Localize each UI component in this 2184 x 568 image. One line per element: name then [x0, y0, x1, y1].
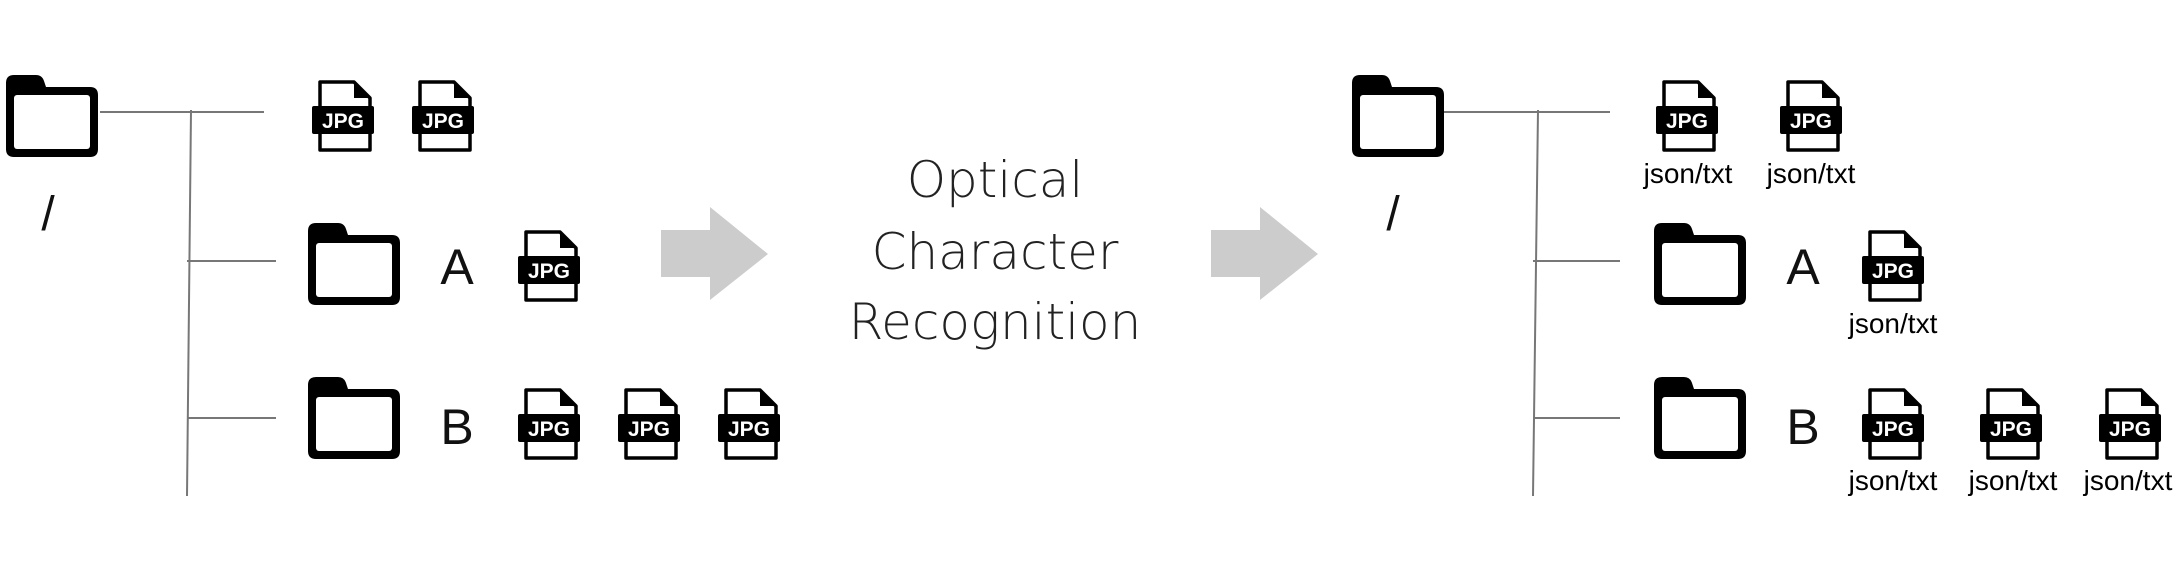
root-folder-icon [1352, 75, 1444, 157]
jpg-file-icon [410, 80, 476, 152]
ocr-process-label: Optical Character Recognition [849, 151, 1142, 351]
jpg-file-icon [1654, 80, 1720, 152]
root-label: / [41, 188, 55, 241]
jpg-file-icon [1978, 388, 2044, 460]
folder-b-label: B [1786, 399, 1819, 455]
output-label: json/txt [1968, 465, 2058, 496]
output-label: json/txt [2083, 465, 2173, 496]
left-tree: / A B [6, 75, 782, 497]
jpg-file-icon [1860, 230, 1926, 302]
right-tree-connectors [1444, 109, 1620, 497]
ocr-line-3: Recognition [849, 293, 1142, 351]
jpg-file-icon [2097, 388, 2163, 460]
jpg-file-icon [1778, 80, 1844, 152]
root-label: / [1386, 188, 1400, 241]
arrow-right-icon [1211, 207, 1318, 300]
output-label: json/txt [1848, 308, 1938, 339]
right-tree: / json/txt json/txt A json/txt B json/tx… [1352, 75, 2173, 497]
jpg-file-icon [516, 388, 582, 460]
jpg-file-icon [616, 388, 682, 460]
ocr-line-2: Character [872, 223, 1119, 281]
folder-a-label: A [1786, 239, 1820, 295]
folder-b-label: B [440, 399, 473, 455]
jpg-file-icon [716, 388, 782, 460]
folder-b-icon [308, 377, 400, 459]
arrow-right-icon [661, 207, 768, 300]
jpg-file-icon [310, 80, 376, 152]
output-label: json/txt [1848, 465, 1938, 496]
jpg-file-icon [1860, 388, 1926, 460]
left-tree-connectors [100, 109, 276, 497]
jpg-file-icon [516, 230, 582, 302]
output-label: json/txt [1643, 158, 1733, 189]
folder-b-icon [1654, 377, 1746, 459]
folder-a-label: A [440, 239, 474, 295]
folder-a-icon [1654, 223, 1746, 305]
folder-a-icon [308, 223, 400, 305]
ocr-line-1: Optical [907, 151, 1084, 209]
root-folder-icon [6, 75, 98, 157]
output-label: json/txt [1766, 158, 1856, 189]
